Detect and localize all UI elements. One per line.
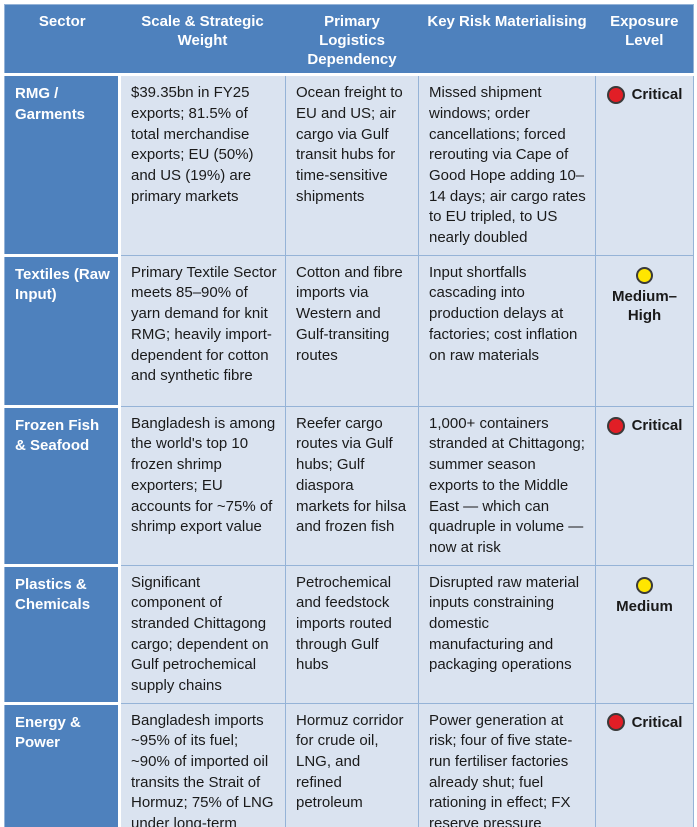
logistics-cell: Reefer cargo routes via Gulf hubs; Gulf …: [285, 405, 419, 566]
exposure-badge: Critical: [602, 85, 687, 105]
critical-dot-icon: [606, 713, 625, 732]
table-row-energy-power: Energy & Power Bangladesh imports ~95% o…: [4, 702, 694, 827]
risk-cell: Power generation at risk; four of five s…: [418, 702, 596, 827]
exposure-badge: Critical: [602, 416, 687, 436]
exposure-badge: Medium: [602, 576, 687, 617]
sector-risk-table: Sector Scale & Strategic Weight Primary …: [4, 4, 694, 827]
sector-cell: Frozen Fish & Seafood: [4, 406, 121, 567]
exposure-label: Critical: [631, 86, 683, 104]
medium-dot-icon: [636, 266, 653, 284]
critical-dot-icon: [606, 86, 625, 104]
scale-cell: Significant component of stranded Chitta…: [119, 564, 286, 704]
medium-dot-icon: [636, 576, 653, 594]
exposure-badge: Critical: [602, 713, 687, 733]
scale-cell: $39.35bn in FY25 exports; 81.5% of total…: [119, 74, 286, 256]
exposure-cell: Critical: [595, 405, 694, 566]
scale-cell: Primary Textile Sector meets 85–90% of y…: [119, 254, 286, 407]
sector-cell: Plastics & Chemicals: [4, 565, 121, 705]
exposure-label: Critical: [631, 713, 683, 731]
table-row-frozen-fish-seafood: Frozen Fish & Seafood Bangladesh is amon…: [4, 405, 694, 567]
column-header-key-risk-materialising: Key Risk Materialising: [418, 4, 596, 77]
column-header-exposure-level: Exposure Level: [595, 4, 694, 77]
logistics-cell: Cotton and fibre imports via Western and…: [285, 254, 419, 407]
risk-cell: Missed shipment windows; order cancellat…: [418, 74, 596, 256]
table-row-textiles-raw-input: Textiles (Raw Input) Primary Textile Sec…: [4, 254, 694, 408]
column-header-primary-logistics-dependency: Primary Logistics Dependency: [285, 4, 419, 77]
column-header-sector: Sector: [4, 4, 120, 77]
exposure-cell: Medium: [595, 564, 694, 704]
table-row-rmg-garments: RMG / Garments $39.35bn in FY25 exports;…: [4, 74, 694, 257]
exposure-label: Medium: [616, 597, 673, 615]
exposure-label: Medium–High: [611, 287, 677, 325]
scale-cell: Bangladesh imports ~95% of its fuel; ~90…: [119, 702, 286, 827]
scale-cell: Bangladesh is among the world's top 10 f…: [119, 405, 286, 566]
logistics-cell: Ocean freight to EU and US; air cargo vi…: [285, 74, 419, 256]
column-header-scale-strategic-weight: Scale & Strategic Weight: [119, 4, 286, 77]
exposure-cell: Critical: [595, 74, 694, 256]
exposure-cell: Medium–High: [595, 254, 694, 407]
logistics-cell: Hormuz corridor for crude oil, LNG, and …: [285, 702, 419, 827]
exposure-label: Critical: [631, 416, 683, 434]
sector-cell: Energy & Power: [4, 703, 121, 827]
logistics-cell: Petrochemical and feedstock imports rout…: [285, 564, 419, 704]
risk-cell: Input shortfalls cascading into producti…: [418, 254, 596, 407]
header-row: Sector Scale & Strategic Weight Primary …: [4, 4, 694, 77]
sector-cell: Textiles (Raw Input): [4, 255, 121, 408]
risk-cell: Disrupted raw material inputs constraini…: [418, 564, 596, 704]
exposure-badge: Medium–High: [602, 266, 687, 326]
critical-dot-icon: [606, 416, 625, 435]
exposure-cell: Critical: [595, 702, 694, 827]
risk-cell: 1,000+ containers stranded at Chittagong…: [418, 405, 596, 566]
table-row-plastics-chemicals: Plastics & Chemicals Significant compone…: [4, 564, 694, 705]
sector-cell: RMG / Garments: [4, 74, 121, 257]
